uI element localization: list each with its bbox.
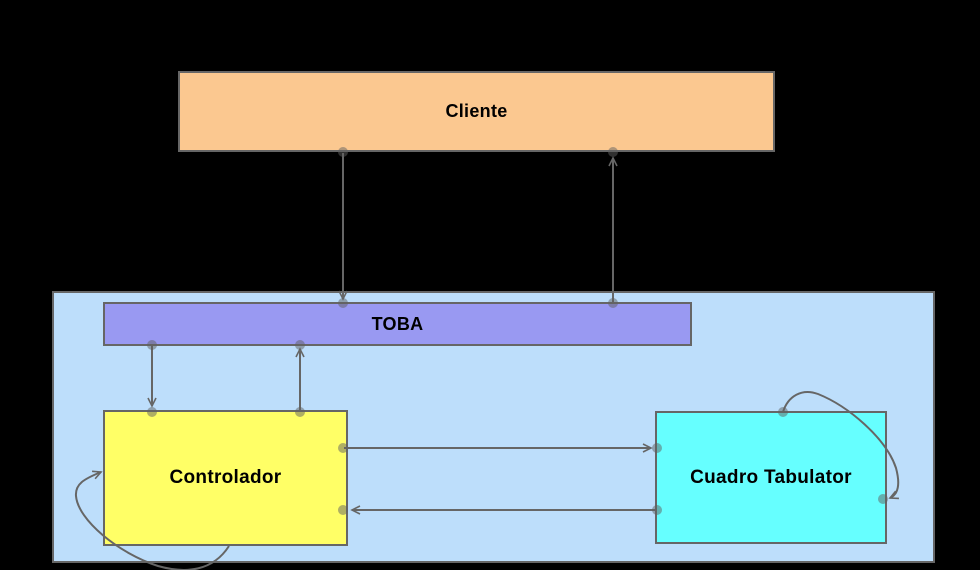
- node-cuadro-tabulator: Cuadro Tabulator: [655, 411, 887, 544]
- node-controlador: Controlador: [103, 410, 348, 546]
- node-toba: TOBA: [103, 302, 692, 346]
- node-toba-label: TOBA: [371, 313, 424, 334]
- node-cliente-label: Cliente: [445, 101, 508, 121]
- node-cuadro-tabulator-label: Cuadro Tabulator: [690, 466, 852, 488]
- node-cliente: Cliente: [178, 71, 775, 152]
- node-controlador-label: Controlador: [169, 467, 282, 488]
